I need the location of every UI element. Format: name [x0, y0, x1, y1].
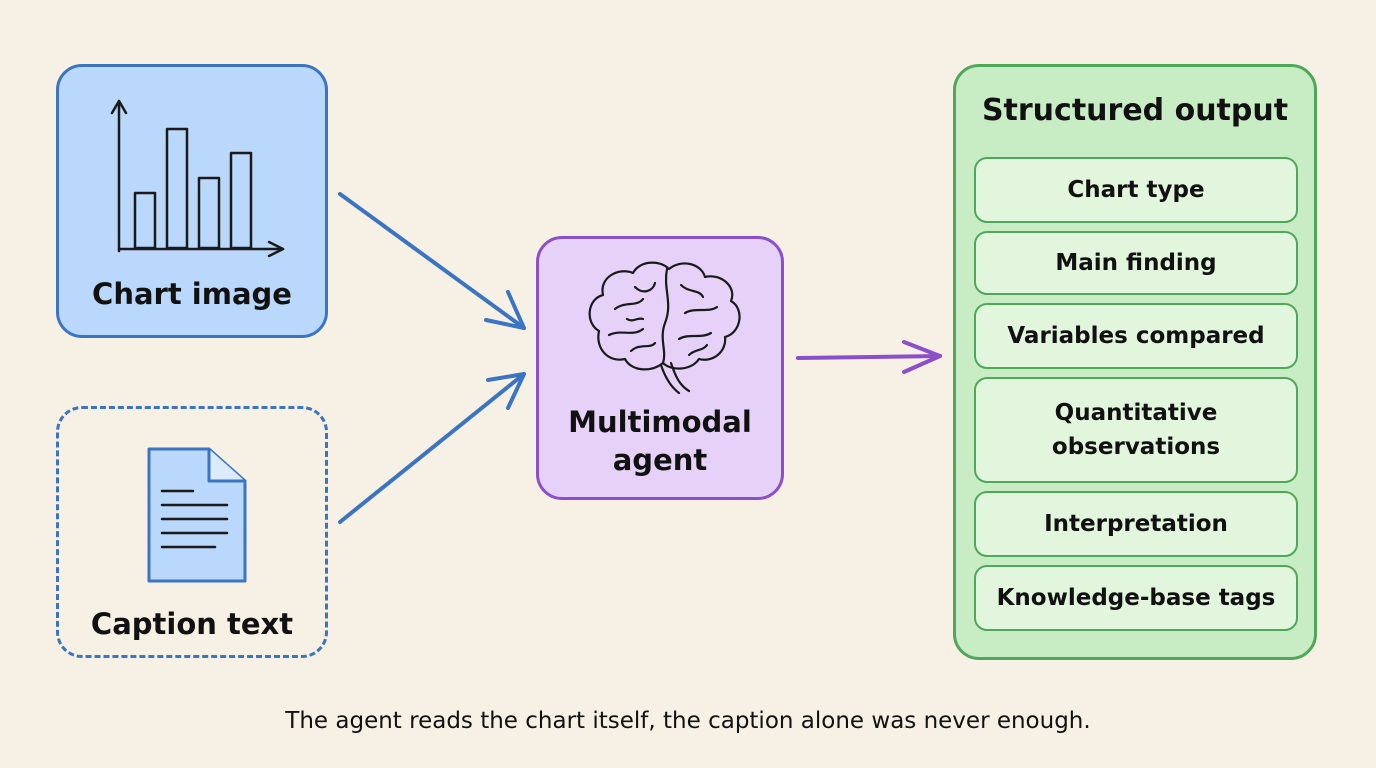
- document-fold: [207, 447, 247, 483]
- brain-outline: [588, 261, 741, 371]
- output-item-interpretation: Interpretation: [974, 491, 1298, 557]
- caption-text-label: Caption text: [90, 607, 294, 641]
- agent-label-line1: Multimodal: [568, 405, 752, 439]
- arrow-caption-to-agent: [338, 372, 526, 524]
- chart-icon-bar-1: [133, 191, 157, 250]
- chart-icon-bar-2: [165, 127, 189, 250]
- output-item-variables-compared: Variables compared: [974, 303, 1298, 369]
- multimodal-agent: Multimodal agent: [536, 236, 784, 500]
- chart-icon-x-arrowhead: [267, 240, 285, 258]
- agent-label-line2: agent: [612, 443, 708, 477]
- output-item-chart-type: Chart type: [974, 157, 1298, 223]
- arrow-chart-to-agent: [338, 192, 526, 330]
- document-icon: [147, 447, 247, 583]
- chart-icon-bar-4: [229, 151, 253, 250]
- structured-output-title: Structured output: [981, 93, 1289, 128]
- caption-text-input: Caption text: [56, 406, 328, 658]
- output-item-knowledge-base-tags: Knowledge-base tags: [974, 565, 1298, 631]
- chart-icon-y-arrowhead: [110, 99, 128, 115]
- diagram-caption: The agent reads the chart itself, the ca…: [285, 708, 1091, 734]
- agent-label: Multimodal agent: [539, 403, 781, 479]
- output-item-main-finding: Main finding: [974, 231, 1298, 295]
- chart-icon-bar-3: [197, 176, 221, 250]
- bar-chart-icon: [110, 99, 285, 258]
- chart-image-label: Chart image: [92, 277, 292, 311]
- arrow-agent-to-output: [796, 340, 942, 374]
- brain-icon: [588, 261, 741, 395]
- structured-output: Structured output Chart type Main findin…: [953, 64, 1317, 660]
- chart-image-input: Chart image: [56, 64, 328, 338]
- output-item-quantitative-observations: Quantitative observations: [974, 377, 1298, 483]
